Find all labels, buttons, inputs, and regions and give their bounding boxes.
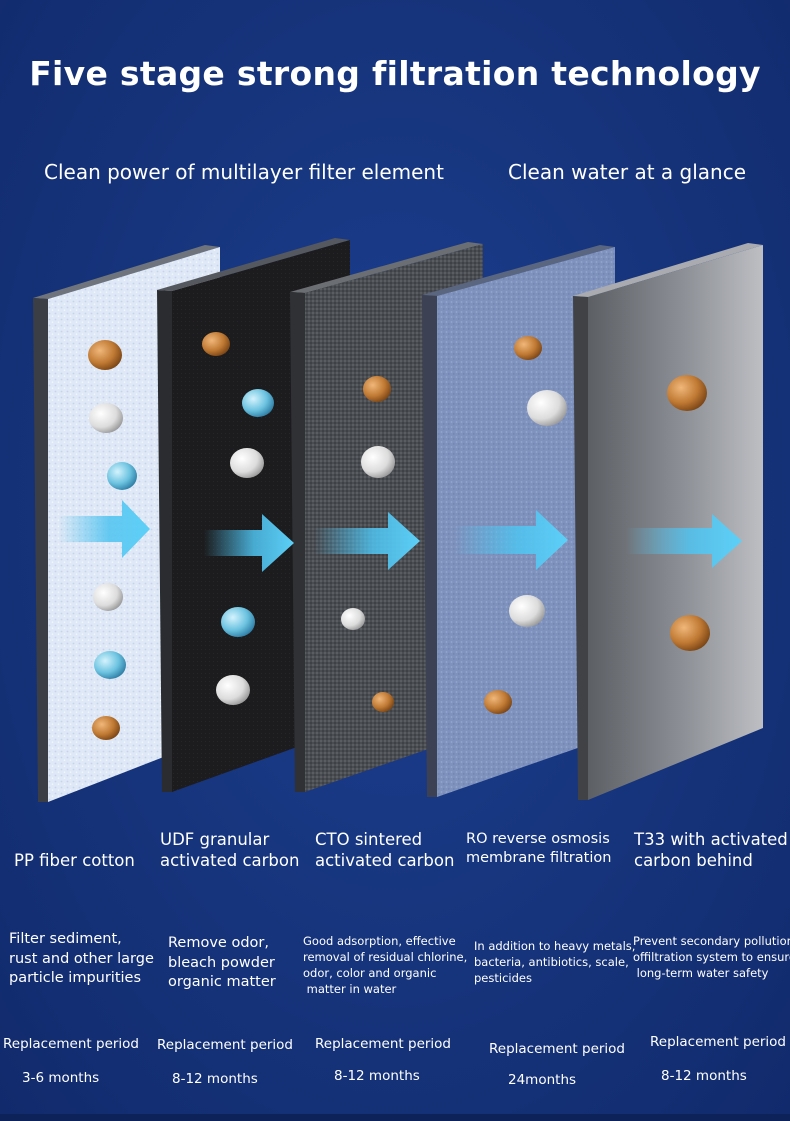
stage-4-description: In addition to heavy metals, bacteria, a… <box>474 939 636 985</box>
stage-1-period-value: 3-6 months <box>22 1070 100 1086</box>
stage-5-description: Prevent secondary pollution offiltration… <box>633 934 790 980</box>
particle-white <box>361 446 395 478</box>
particle-blue <box>242 389 274 417</box>
particle-white <box>230 448 264 478</box>
particle-brown <box>363 376 391 402</box>
stage-3-description: Good adsorption, effective removal of re… <box>303 934 468 996</box>
flow-arrow-icon <box>58 500 150 558</box>
stage-2-name: UDF granular activated carbon <box>160 830 300 870</box>
particles <box>88 332 710 740</box>
stage-2-description: Remove odor, bleach powder organic matte… <box>168 935 276 990</box>
panel-ro-membrane <box>422 245 615 797</box>
stage-3-period-label: Replacement period <box>315 1036 452 1052</box>
particle-brown <box>372 692 394 712</box>
particle-blue <box>221 607 255 637</box>
particle-white <box>527 390 567 426</box>
particle-white <box>216 675 250 705</box>
stage-1-period-label: Replacement period <box>3 1036 140 1052</box>
stage-2-period-label: Replacement period <box>157 1037 294 1053</box>
particle-white <box>341 608 365 630</box>
stage-1-description: Filter sediment, rust and other large pa… <box>9 931 154 986</box>
particle-brown <box>92 716 120 740</box>
flow-arrow-icon <box>454 510 568 570</box>
flow-arrows <box>58 500 742 572</box>
stage-3-name: CTO sintered activated carbon <box>315 830 455 870</box>
stage-4-name: RO reverse osmosis membrane filtration <box>466 831 612 866</box>
footer-bar <box>0 1114 790 1121</box>
particle-white <box>509 595 545 627</box>
flow-arrow-icon <box>314 512 420 570</box>
particle-brown <box>88 340 122 370</box>
stage-2-period-value: 8-12 months <box>172 1071 258 1087</box>
flow-arrow-icon <box>204 514 294 572</box>
particle-blue <box>94 651 126 679</box>
stage-5-period-label: Replacement period <box>650 1034 787 1050</box>
subtitle-left: Clean power of multilayer filter element <box>44 160 444 184</box>
stage-5-period-value: 8-12 months <box>661 1068 747 1084</box>
flow-arrow-icon <box>626 514 742 568</box>
panel-t33-carbon <box>573 243 763 800</box>
particle-blue <box>107 462 137 490</box>
particle-brown <box>514 336 542 360</box>
particle-brown <box>484 690 512 714</box>
particle-brown <box>202 332 230 356</box>
stage-4-period-label: Replacement period <box>489 1041 626 1057</box>
page-title: Five stage strong filtration technology <box>29 54 761 93</box>
stage-5-name: T33 with activated carbon behind <box>634 830 788 870</box>
particle-white <box>93 583 123 611</box>
stage-1-name: PP fiber cotton <box>14 851 135 870</box>
particle-brown <box>670 615 710 651</box>
subtitle-right: Clean water at a glance <box>508 160 747 184</box>
particle-brown <box>667 375 707 411</box>
particle-white <box>89 403 123 433</box>
stage-3-period-value: 8-12 months <box>334 1068 420 1084</box>
stage-4-period-value: 24months <box>508 1072 577 1088</box>
